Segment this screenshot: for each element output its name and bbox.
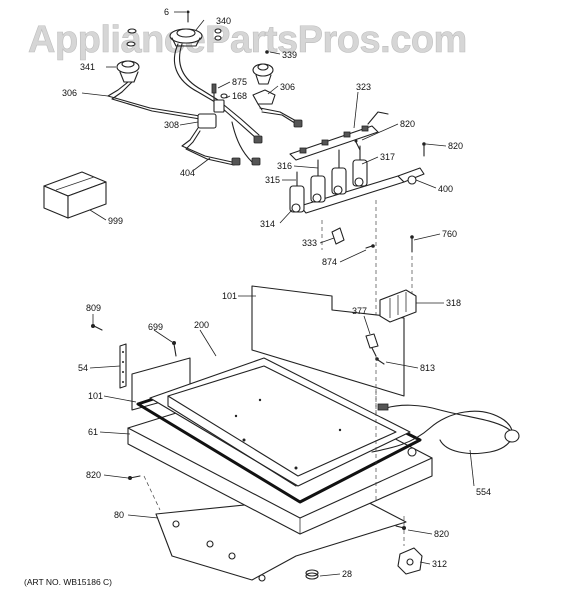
grommet-28 — [305, 569, 319, 580]
screw-874 — [365, 244, 375, 249]
spacer-parts — [126, 28, 222, 47]
label-168: 168 — [232, 91, 247, 101]
label-314: 314 — [260, 219, 275, 229]
label-323: 323 — [356, 82, 371, 92]
burner-assembly-group — [107, 10, 303, 166]
valve-fitting-308 — [197, 83, 228, 129]
label-28: 28 — [342, 569, 352, 579]
valves-315-316 — [289, 145, 368, 213]
label-333: 333 — [302, 238, 317, 248]
label-820c: 820 — [86, 470, 101, 480]
label-316: 316 — [277, 161, 292, 171]
label-400: 400 — [438, 184, 453, 194]
switch-strip-323 — [289, 111, 389, 161]
label-61: 61 — [88, 427, 98, 437]
label-341: 341 — [80, 62, 95, 72]
label-809: 809 — [86, 303, 101, 313]
label-874: 874 — [322, 257, 337, 267]
label-54: 54 — [78, 363, 88, 373]
gas-tubes — [107, 43, 299, 166]
label-315: 315 — [265, 175, 280, 185]
burner-head-340 — [169, 28, 203, 47]
label-760: 760 — [442, 229, 457, 239]
label-339: 339 — [282, 50, 297, 60]
label-101b: 101 — [88, 391, 103, 401]
bracket-54 — [119, 343, 127, 389]
panel-101-upper — [251, 285, 405, 397]
label-340: 340 — [216, 16, 231, 26]
label-820d: 820 — [434, 529, 449, 539]
clip-377 — [365, 333, 379, 357]
label-377: 377 — [352, 306, 367, 316]
label-308: 308 — [164, 120, 179, 130]
burner-339 — [252, 50, 274, 85]
label-820a: 820 — [400, 119, 415, 129]
label-200: 200 — [194, 320, 209, 330]
label-318: 318 — [446, 298, 461, 308]
label-306a: 306 — [280, 82, 295, 92]
art-number: (ART NO. WB15186 C) — [24, 577, 112, 587]
screw-6 — [186, 10, 190, 23]
cooktop-assembly — [91, 285, 520, 582]
burner-341 — [116, 60, 140, 83]
label-80: 80 — [114, 510, 124, 520]
label-312: 312 — [432, 559, 447, 569]
label-554: 554 — [476, 487, 491, 497]
label-999: 999 — [108, 216, 123, 226]
label-813: 813 — [420, 363, 435, 373]
label-699: 699 — [148, 322, 163, 332]
label-306b: 306 — [62, 88, 77, 98]
label-101a: 101 — [222, 291, 237, 301]
label-317: 317 — [380, 152, 395, 162]
part-box-999 — [43, 171, 107, 219]
label-820b: 820 — [448, 141, 463, 151]
bracket-333 — [331, 227, 345, 245]
label-404: 404 — [180, 168, 195, 178]
label-875: 875 — [232, 77, 247, 87]
tube-fittings — [231, 119, 303, 166]
spark-module-318 — [379, 289, 417, 323]
label-6: 6 — [164, 7, 169, 17]
burner-306-right — [252, 89, 276, 111]
callout-labels: 6 340 339 341 875 306 168 306 323 308 82… — [62, 7, 491, 579]
watermark-text: AppliancePartsPros.com — [28, 19, 467, 61]
igniter-wire-554 — [371, 403, 520, 457]
switch-312 — [397, 547, 423, 575]
leader-lines — [81, 11, 475, 577]
